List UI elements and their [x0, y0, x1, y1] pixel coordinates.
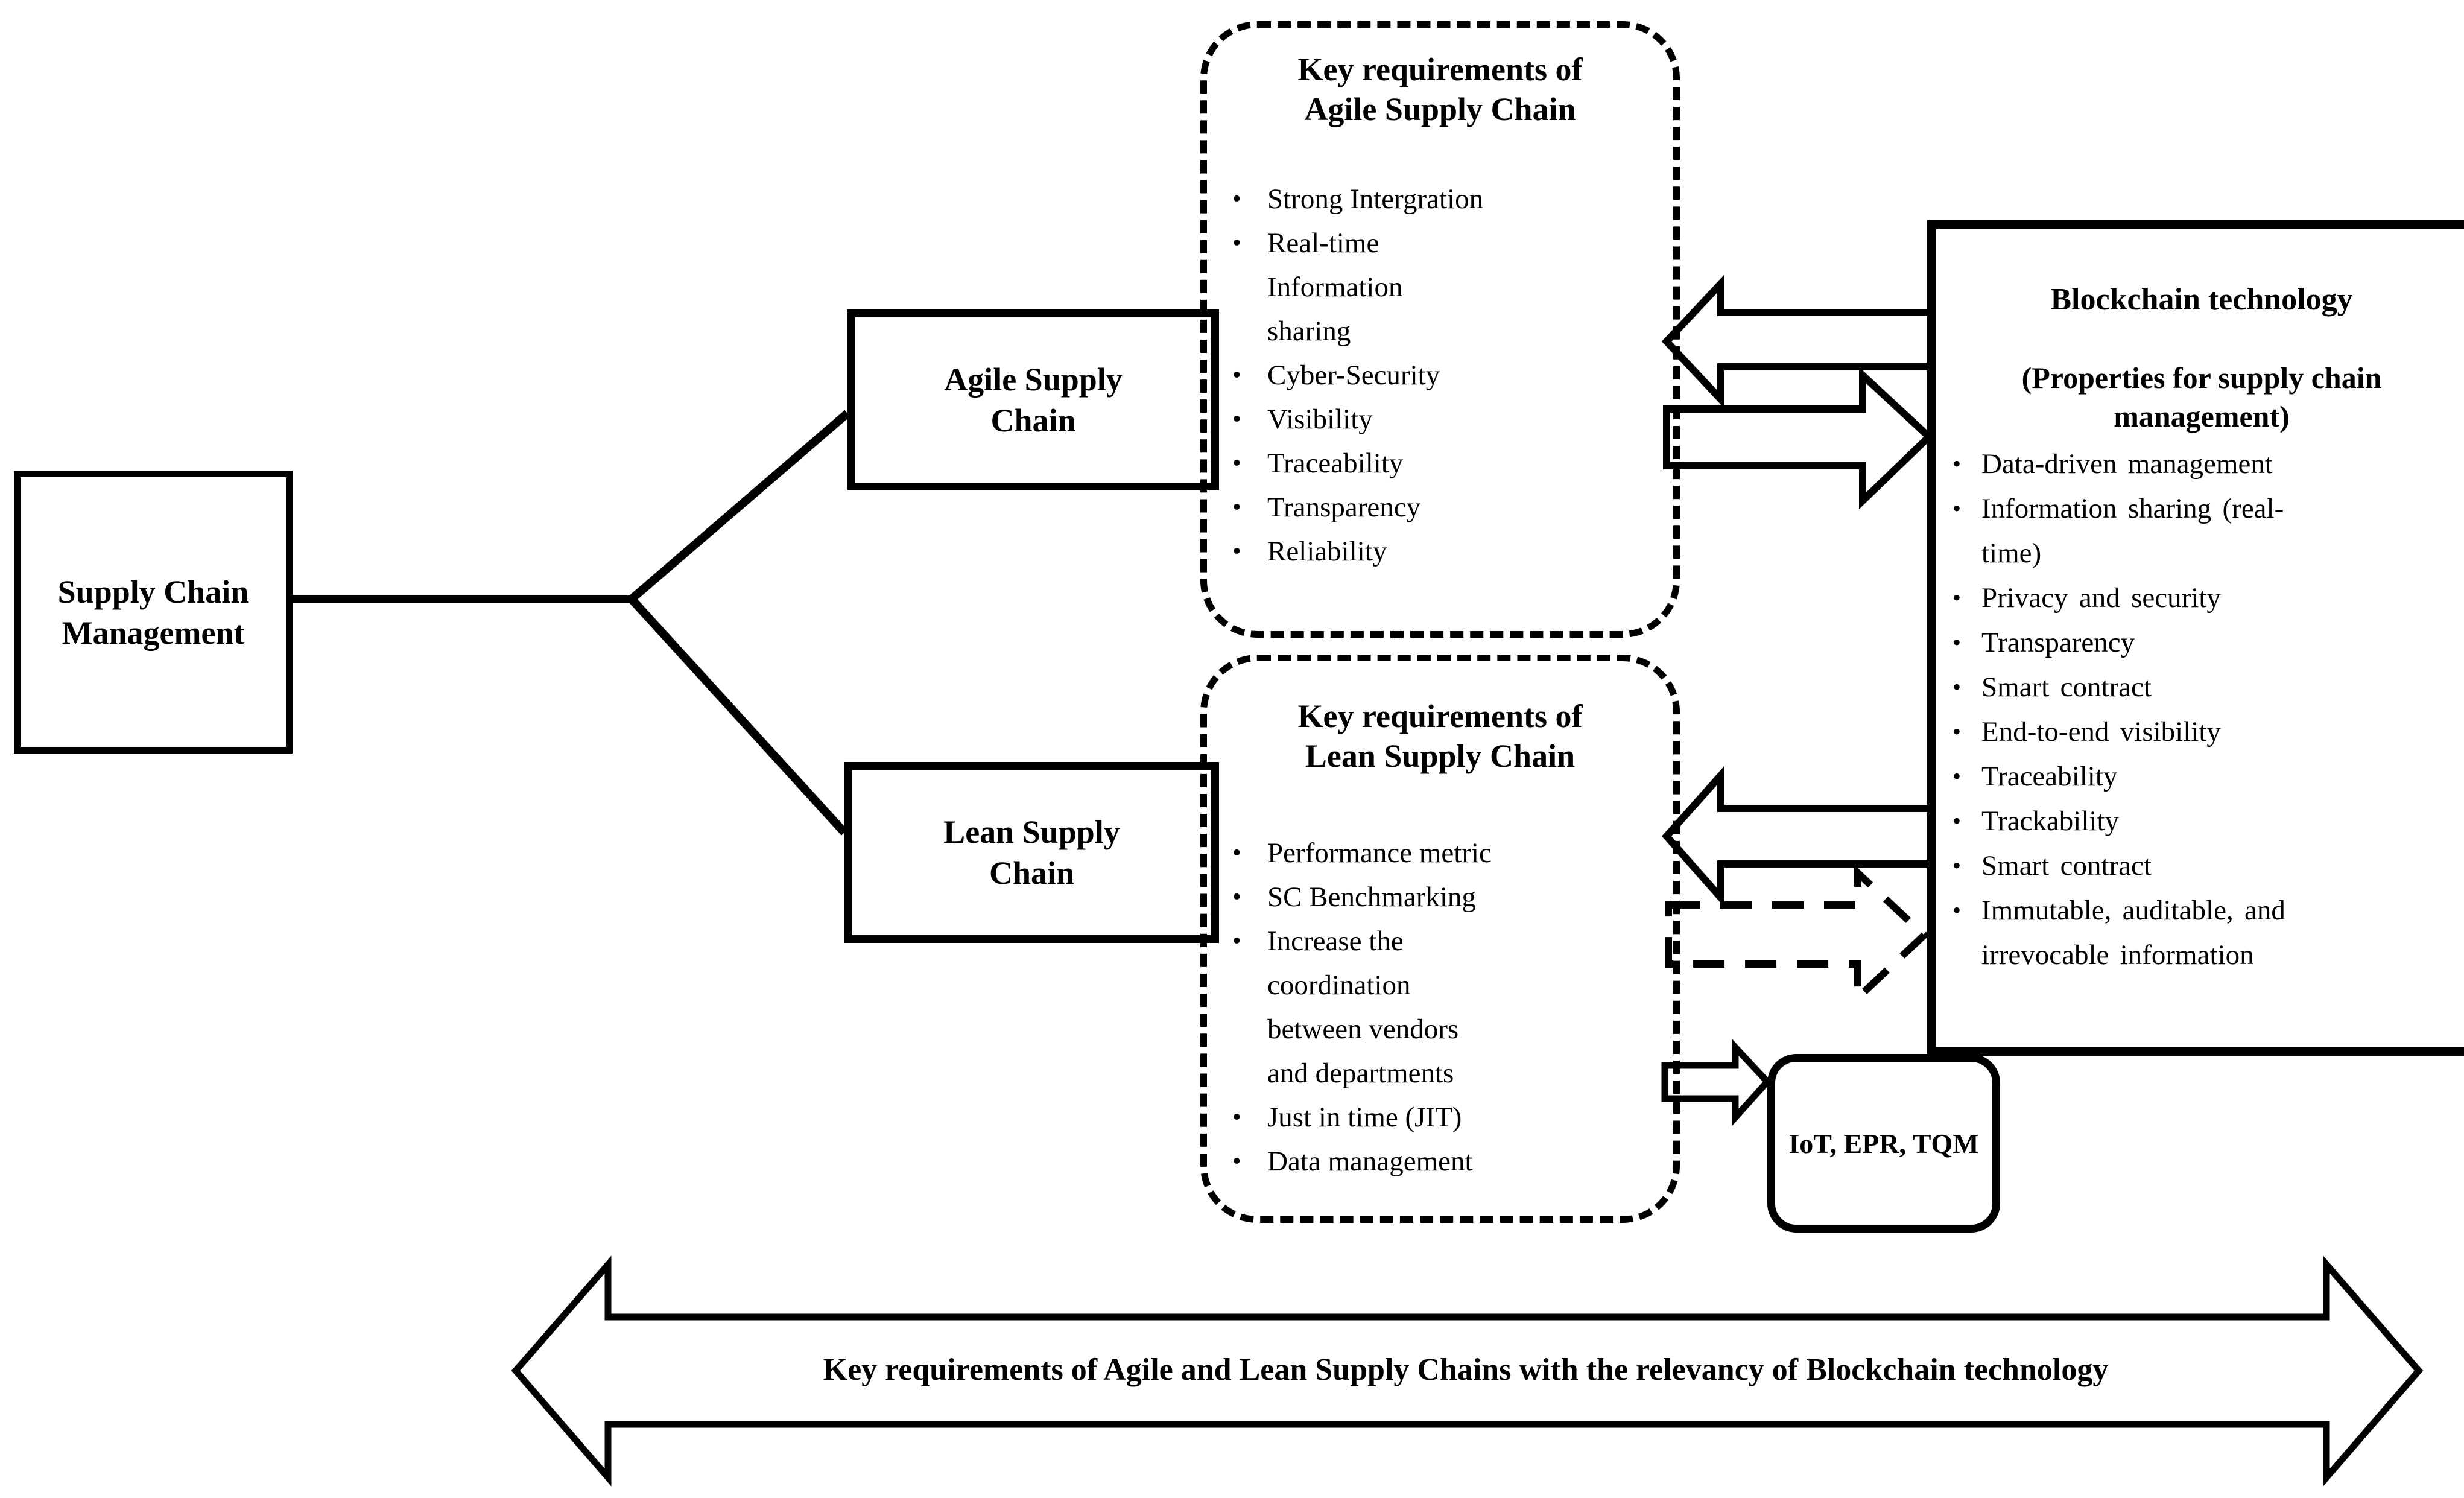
- arrow-blockchain-to-agile-icon: [1661, 274, 1937, 409]
- list-item: Transparency: [1232, 486, 1664, 530]
- iot-epr-tqm-box: IoT, EPR, TQM: [1767, 1054, 2000, 1233]
- supply-chain-management-box: Supply Chain Management: [14, 471, 293, 754]
- agile-requirements-panel: Key requirements of Agile Supply Chain S…: [1200, 21, 1680, 638]
- supply-chain-management-label: Supply Chain Management: [57, 573, 249, 651]
- lean-supply-chain-label: Lean Supply Chain: [943, 814, 1120, 891]
- lean-supply-chain-box: Lean Supply Chain: [844, 762, 1219, 943]
- list-item: Smart contract: [1953, 843, 2459, 888]
- list-item: Just in time (JIT): [1232, 1096, 1664, 1140]
- bottom-double-arrow-icon: [511, 1255, 2424, 1487]
- list-item: Traceability: [1232, 442, 1664, 486]
- list-item: Transparency: [1953, 620, 2459, 665]
- lean-requirements-title: Key requirements of Lean Supply Chain: [1297, 698, 1583, 774]
- list-item: Cyber-Security: [1232, 354, 1664, 398]
- list-item: Privacy and security: [1953, 576, 2459, 620]
- agile-supply-chain-label: Agile Supply Chain: [944, 361, 1123, 439]
- list-item: End-to-end visibility: [1953, 709, 2459, 754]
- list-item: Information sharing (real- time): [1953, 486, 2459, 576]
- arrow-lean-to-blockchain-dashed-icon: [1665, 865, 1930, 1006]
- list-item: Visibility: [1232, 398, 1664, 442]
- blockchain-title: Blockchain technology: [2050, 282, 2353, 317]
- arrow-lean-to-iot-icon: [1661, 1039, 1772, 1126]
- agile-requirements-list: Strong IntergrationReal-time Information…: [1207, 177, 1673, 574]
- list-item: Smart contract: [1953, 665, 2459, 709]
- list-item: Real-time Information sharing: [1232, 221, 1664, 354]
- lean-requirements-list: Performance metricSC BenchmarkingIncreas…: [1207, 831, 1673, 1184]
- list-item: Data management: [1232, 1140, 1664, 1184]
- iot-epr-tqm-label: IoT, EPR, TQM: [1788, 1128, 1979, 1159]
- agile-requirements-title: Key requirements of Agile Supply Chain: [1297, 51, 1583, 127]
- list-item: Reliability: [1232, 530, 1664, 574]
- list-item: Data-driven management: [1953, 442, 2459, 486]
- bottom-arrow-caption: Key requirements of Agile and Lean Suppl…: [823, 1353, 2109, 1387]
- scm-branch-connector: [279, 410, 850, 836]
- list-item: Increase the coordination between vendor…: [1232, 919, 1664, 1096]
- blockchain-subtitle: (Properties for supply chain management): [2021, 361, 2382, 433]
- lean-requirements-panel: Key requirements of Lean Supply Chain Pe…: [1200, 655, 1680, 1223]
- list-item: Strong Intergration: [1232, 177, 1664, 221]
- list-item: Trackability: [1953, 799, 2459, 843]
- blockchain-properties-list: Data-driven managementInformation sharin…: [1936, 442, 2464, 977]
- list-item: Traceability: [1953, 754, 2459, 799]
- arrow-agile-to-blockchain-icon: [1663, 367, 1934, 510]
- list-item: SC Benchmarking: [1232, 875, 1664, 919]
- arrow-blockchain-to-lean-icon: [1661, 766, 1937, 907]
- list-item: Immutable, auditable, and irrevocable in…: [1953, 888, 2459, 977]
- agile-supply-chain-box: Agile Supply Chain: [847, 309, 1219, 490]
- list-item: Performance metric: [1232, 831, 1664, 875]
- blockchain-technology-box: Blockchain technology (Properties for su…: [1927, 220, 2464, 1056]
